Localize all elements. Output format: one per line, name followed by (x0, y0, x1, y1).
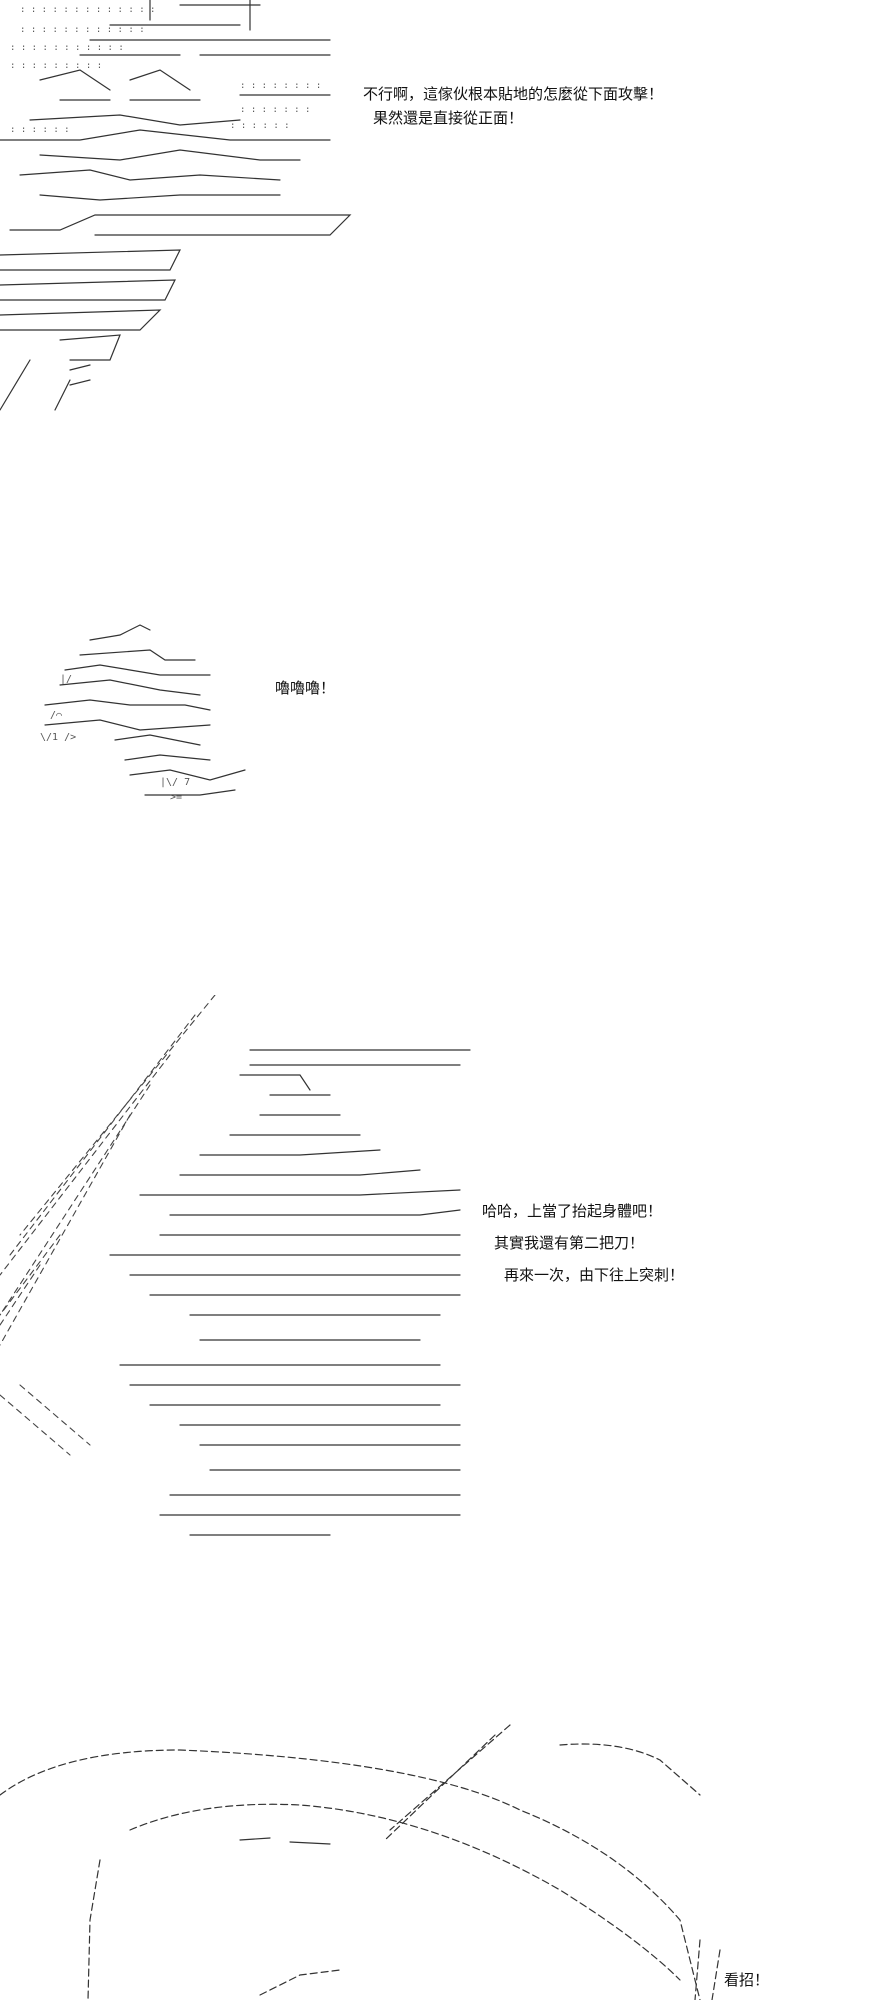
svg-text:|\/ 7: |\/ 7 (160, 777, 190, 788)
dialogue-panel-4: 看招！ (724, 1970, 769, 1990)
dialogue-line: 嚕嚕嚕！ (275, 679, 336, 697)
ascii-dots: : : : : : : : : : : : : : (20, 5, 155, 15)
panel-4: 看招！ (0, 1720, 882, 2000)
svg-text:: : : : : : :: : : : : : : : (240, 105, 310, 115)
panel-1: : : : : : : : : : : : : : : : : : : : : … (0, 0, 882, 420)
dialogue-line: 哈哈，上當了抬起身體吧！ (482, 1202, 663, 1220)
dialogue-panel-2: 嚕嚕嚕！ (275, 678, 335, 698)
dialogue-line: 看招！ (724, 1971, 770, 1989)
dialogue-line: 其實我還有第二把刀！ (494, 1234, 645, 1252)
dialogue-line: 不行啊，這傢伙根本貼地的怎麼從下面攻擊！ (363, 85, 664, 103)
svg-text:: : : : : : : : :: : : : : : : : : : (10, 61, 102, 71)
svg-text:: : : : : : : :: : : : : : : : : (240, 81, 321, 91)
dialogue-panel-3: 哈哈，上當了抬起身體吧！ 其實我還有第二把刀！ 再來一次，由下往上突刺！ (482, 1201, 684, 1285)
panel-3: 哈哈，上當了抬起身體吧！ 其實我還有第二把刀！ 再來一次，由下往上突刺！ (0, 995, 882, 1555)
ascii-art-armored-warrior: : : : : : : : : : : : : : : : : : : : : … (0, 0, 360, 420)
dialogue-line: 果然還是直接從正面！ (373, 109, 524, 127)
dialogue-line: 再來一次，由下往上突刺！ (504, 1266, 685, 1284)
ascii-art-creature: |/ /⌒ \/1 /> |\/ 7 >= (0, 600, 280, 820)
svg-text:: : : : : :: : : : : : : (10, 125, 70, 135)
svg-text:/⌒: /⌒ (50, 710, 62, 721)
svg-text:: : : : : : : : : : :: : : : : : : : : : : : (10, 43, 124, 53)
svg-text:\/1 />: \/1 /> (40, 732, 76, 743)
dialogue-panel-1: 不行啊，這傢伙根本貼地的怎麼從下面攻擊！ 果然還是直接從正面！ (363, 84, 663, 128)
svg-text:>=: >= (170, 792, 182, 803)
svg-text:|/: |/ (60, 674, 72, 685)
ascii-art-sword-arc (0, 1720, 882, 2000)
svg-text:: : : : : : : : : : : :: : : : : : : : : : : : : (20, 25, 145, 35)
svg-text:: : : : : :: : : : : : : (230, 121, 290, 131)
panel-2: |/ /⌒ \/1 /> |\/ 7 >= 嚕嚕嚕！ (0, 600, 882, 850)
ascii-art-warrior-thrust (0, 995, 480, 1555)
